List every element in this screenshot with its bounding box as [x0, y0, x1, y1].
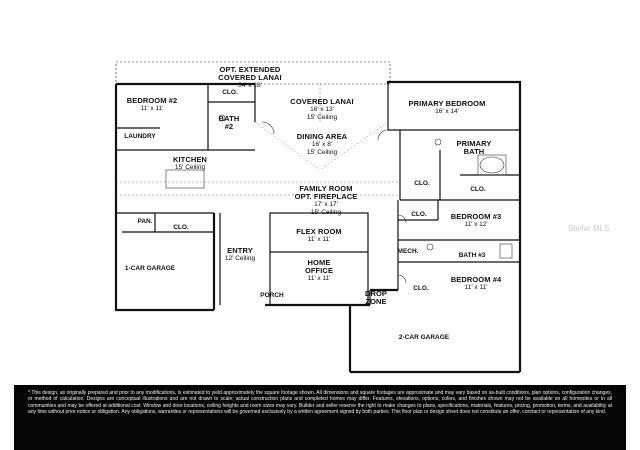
watermark-text: Stellar MLS: [568, 224, 610, 233]
closet-entry-label: CLO.: [173, 224, 189, 231]
floor-plan-drawing: [114, 61, 522, 374]
closet-pb1-label: CLO.: [414, 180, 430, 187]
closet-pb2-label: CLO.: [470, 186, 486, 193]
mech-label: MECH.: [397, 248, 419, 255]
closet-b3-label: CLO.: [411, 211, 427, 218]
porch-label: PORCH: [260, 292, 284, 299]
disclaimer-text: * This design, as originally prepared an…: [14, 385, 626, 450]
bath2-label: BATH#2: [218, 114, 240, 131]
bath3-label: BATH #3: [458, 252, 486, 259]
pantry-label: PAN.: [137, 218, 153, 225]
closet-b2-label: CLO.: [222, 89, 238, 96]
garage2-label: 2-CAR GARAGE: [398, 334, 450, 341]
garage1-label: 1-CAR GARAGE: [124, 265, 176, 272]
laundry-label: LAUNDRY: [124, 133, 156, 140]
closet-b4-label: CLO.: [413, 285, 429, 292]
